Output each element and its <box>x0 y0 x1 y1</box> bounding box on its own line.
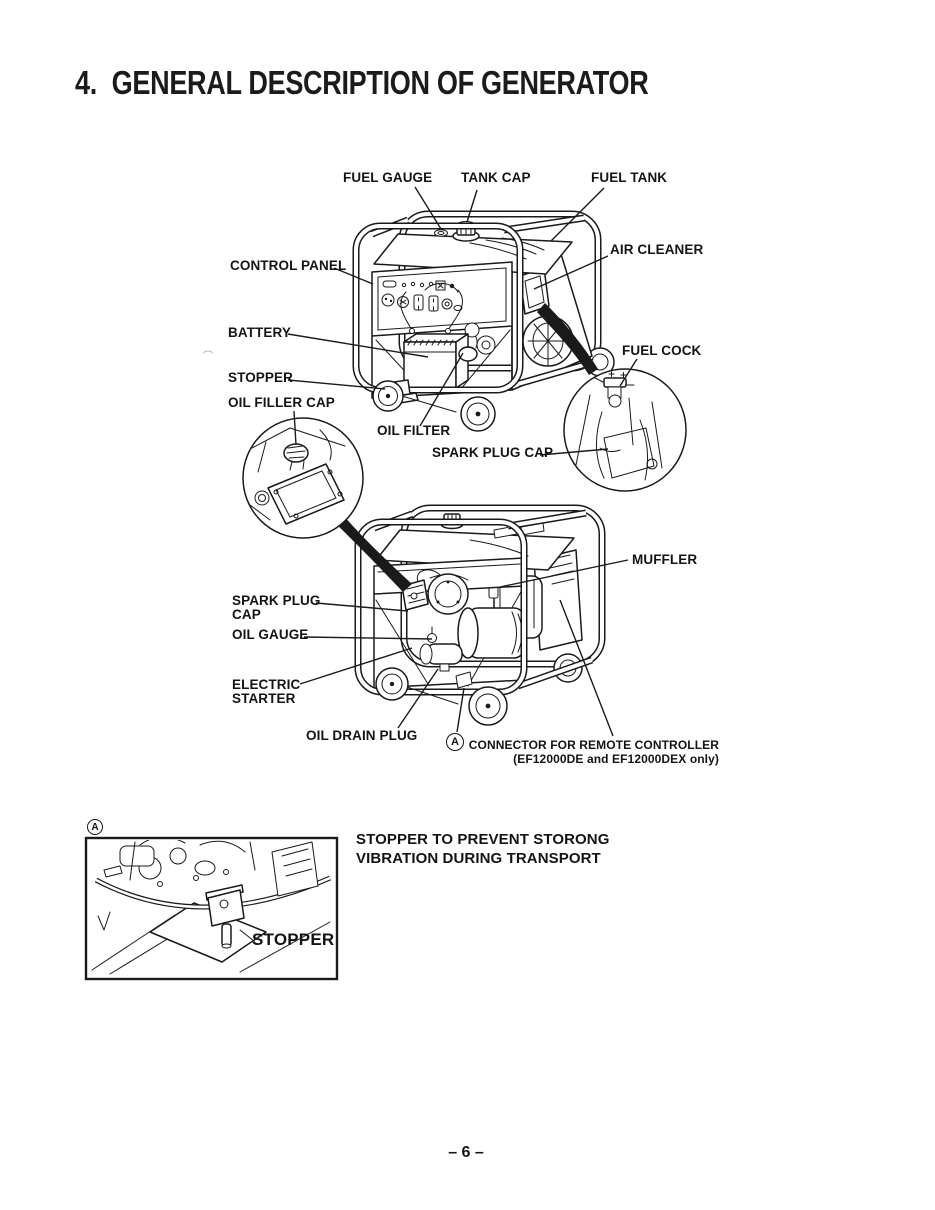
section-title-text: GENERAL DESCRIPTION OF GENERATOR <box>111 64 649 101</box>
label-fuel-tank: FUEL TANK <box>591 170 668 185</box>
label-fuel-gauge: FUEL GAUGE <box>343 170 433 185</box>
control-panel-icons <box>381 280 463 312</box>
top-generator-illustration <box>352 210 615 432</box>
label-stopper-in-box: STOPPER <box>252 930 335 949</box>
page-number: – 6 – <box>448 1144 484 1161</box>
oil-filler-cap-inset <box>242 417 412 592</box>
section-number: 4. <box>75 64 97 101</box>
label-battery: BATTERY <box>228 325 291 340</box>
label-electric-starter: ELECTRIC STARTER <box>232 677 301 706</box>
leader-lines <box>287 186 638 737</box>
engine-drawing <box>401 569 525 689</box>
bottom-generator-illustration <box>354 504 606 726</box>
label-connector-remote: CONNECTOR FOR REMOTE CONTROLLER <box>468 738 719 752</box>
battery-drawing <box>403 328 469 389</box>
label-oil-filler-cap: OIL FILLER CAP <box>228 395 335 410</box>
marker-a-diagram: A <box>446 733 464 751</box>
label-oil-filter: OIL FILTER <box>377 423 451 438</box>
scan-speckle <box>202 350 214 354</box>
label-muffler: MUFFLER <box>632 552 698 567</box>
label-oil-drain-plug: OIL DRAIN PLUG <box>306 728 418 743</box>
label-control-panel: CONTROL PANEL <box>230 258 347 273</box>
page-title: 4. GENERAL DESCRIPTION OF GENERATOR <box>75 64 649 102</box>
label-connector-remote-note: (EF12000DE and EF12000DEX only) <box>513 752 719 766</box>
label-stopper: STOPPER <box>228 370 293 385</box>
label-oil-gauge: OIL GAUGE <box>232 627 309 642</box>
label-fuel-cock: FUEL COCK <box>622 343 702 358</box>
stopper-caption: STOPPER TO PREVENT STORONG VIBRATION DUR… <box>356 831 610 867</box>
fuel-cock-inset <box>537 303 687 492</box>
stopper-detail-box <box>84 836 339 981</box>
label-spark-plug-cap-bottom: SPARK PLUG CAP <box>232 593 321 622</box>
label-spark-plug-cap-top: SPARK PLUG CAP <box>432 445 554 460</box>
label-air-cleaner: AIR CLEANER <box>610 242 704 257</box>
marker-a-figure: A <box>87 819 103 835</box>
label-tank-cap: TANK CAP <box>461 170 531 185</box>
